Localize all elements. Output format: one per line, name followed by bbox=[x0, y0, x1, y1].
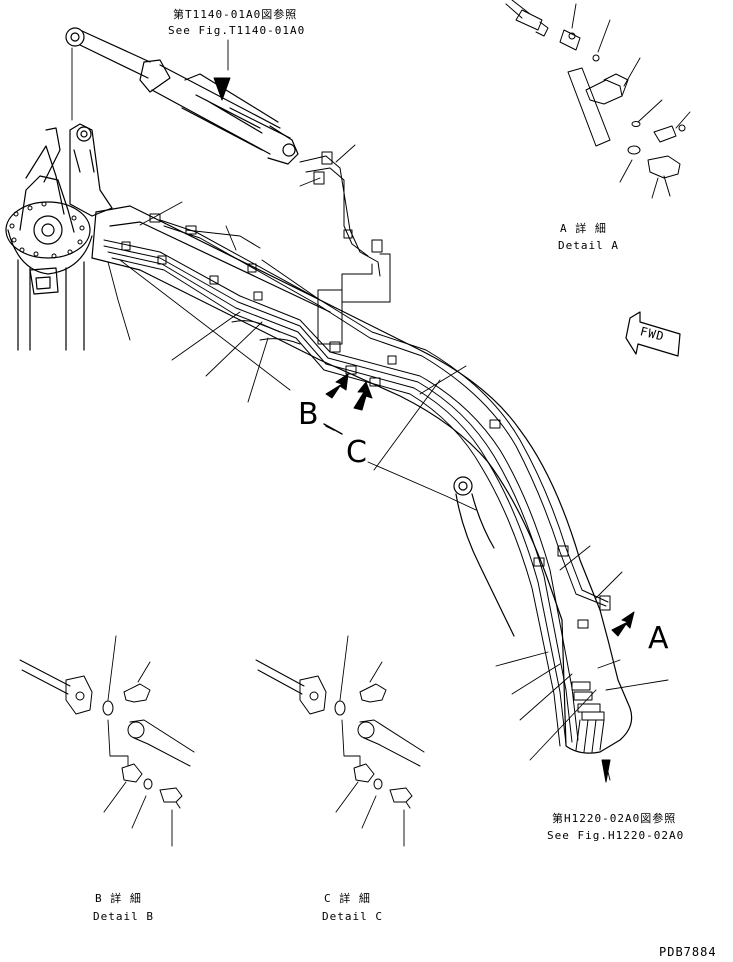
detail-c-title-jp: C 詳 細 bbox=[324, 892, 371, 905]
boom-foot-bracket bbox=[5, 123, 113, 351]
bottom-reference-jp: 第H1220-02A0図参照 bbox=[552, 812, 677, 825]
cylinder-piping bbox=[299, 151, 383, 277]
detail-a-title-jp: A 詳 細 bbox=[560, 222, 607, 235]
end-fittings bbox=[571, 681, 605, 753]
detail-b-drawing bbox=[19, 659, 195, 809]
callout-b: B bbox=[298, 397, 319, 432]
boom-cylinder bbox=[65, 27, 299, 165]
flange-bolts bbox=[9, 201, 85, 259]
boom-body bbox=[91, 205, 633, 754]
detail-a-leaders bbox=[571, 3, 691, 199]
drawing-number: PDB7884 bbox=[659, 945, 717, 959]
hose-clamps bbox=[121, 213, 611, 629]
detail-a-title-en: Detail A bbox=[558, 239, 619, 252]
hose-bundle bbox=[103, 219, 609, 747]
detail-a-drawing bbox=[505, 0, 686, 197]
callout-dashes bbox=[323, 423, 343, 435]
callout-c: C bbox=[346, 435, 367, 470]
detail-b-title-en: Detail B bbox=[93, 910, 154, 923]
detail-b-leaders bbox=[103, 635, 173, 847]
bottom-reference-en: See Fig.H1220-02A0 bbox=[547, 829, 685, 842]
arm-cylinder bbox=[453, 476, 515, 637]
leader-lines bbox=[71, 39, 669, 781]
detail-arrows bbox=[213, 77, 635, 783]
detail-b-title-jp: B 詳 細 bbox=[95, 892, 142, 905]
callout-a: A bbox=[648, 621, 669, 656]
top-reference-jp: 第T1140-01A0図参照 bbox=[173, 8, 298, 21]
detail-c-title-en: Detail C bbox=[322, 910, 383, 923]
detail-c-drawing bbox=[255, 659, 425, 809]
break-outline bbox=[317, 253, 391, 345]
top-reference-en: See Fig.T1140-01A0 bbox=[168, 24, 306, 37]
fwd-arrow-icon bbox=[625, 311, 681, 357]
detail-c-leaders bbox=[335, 635, 405, 847]
